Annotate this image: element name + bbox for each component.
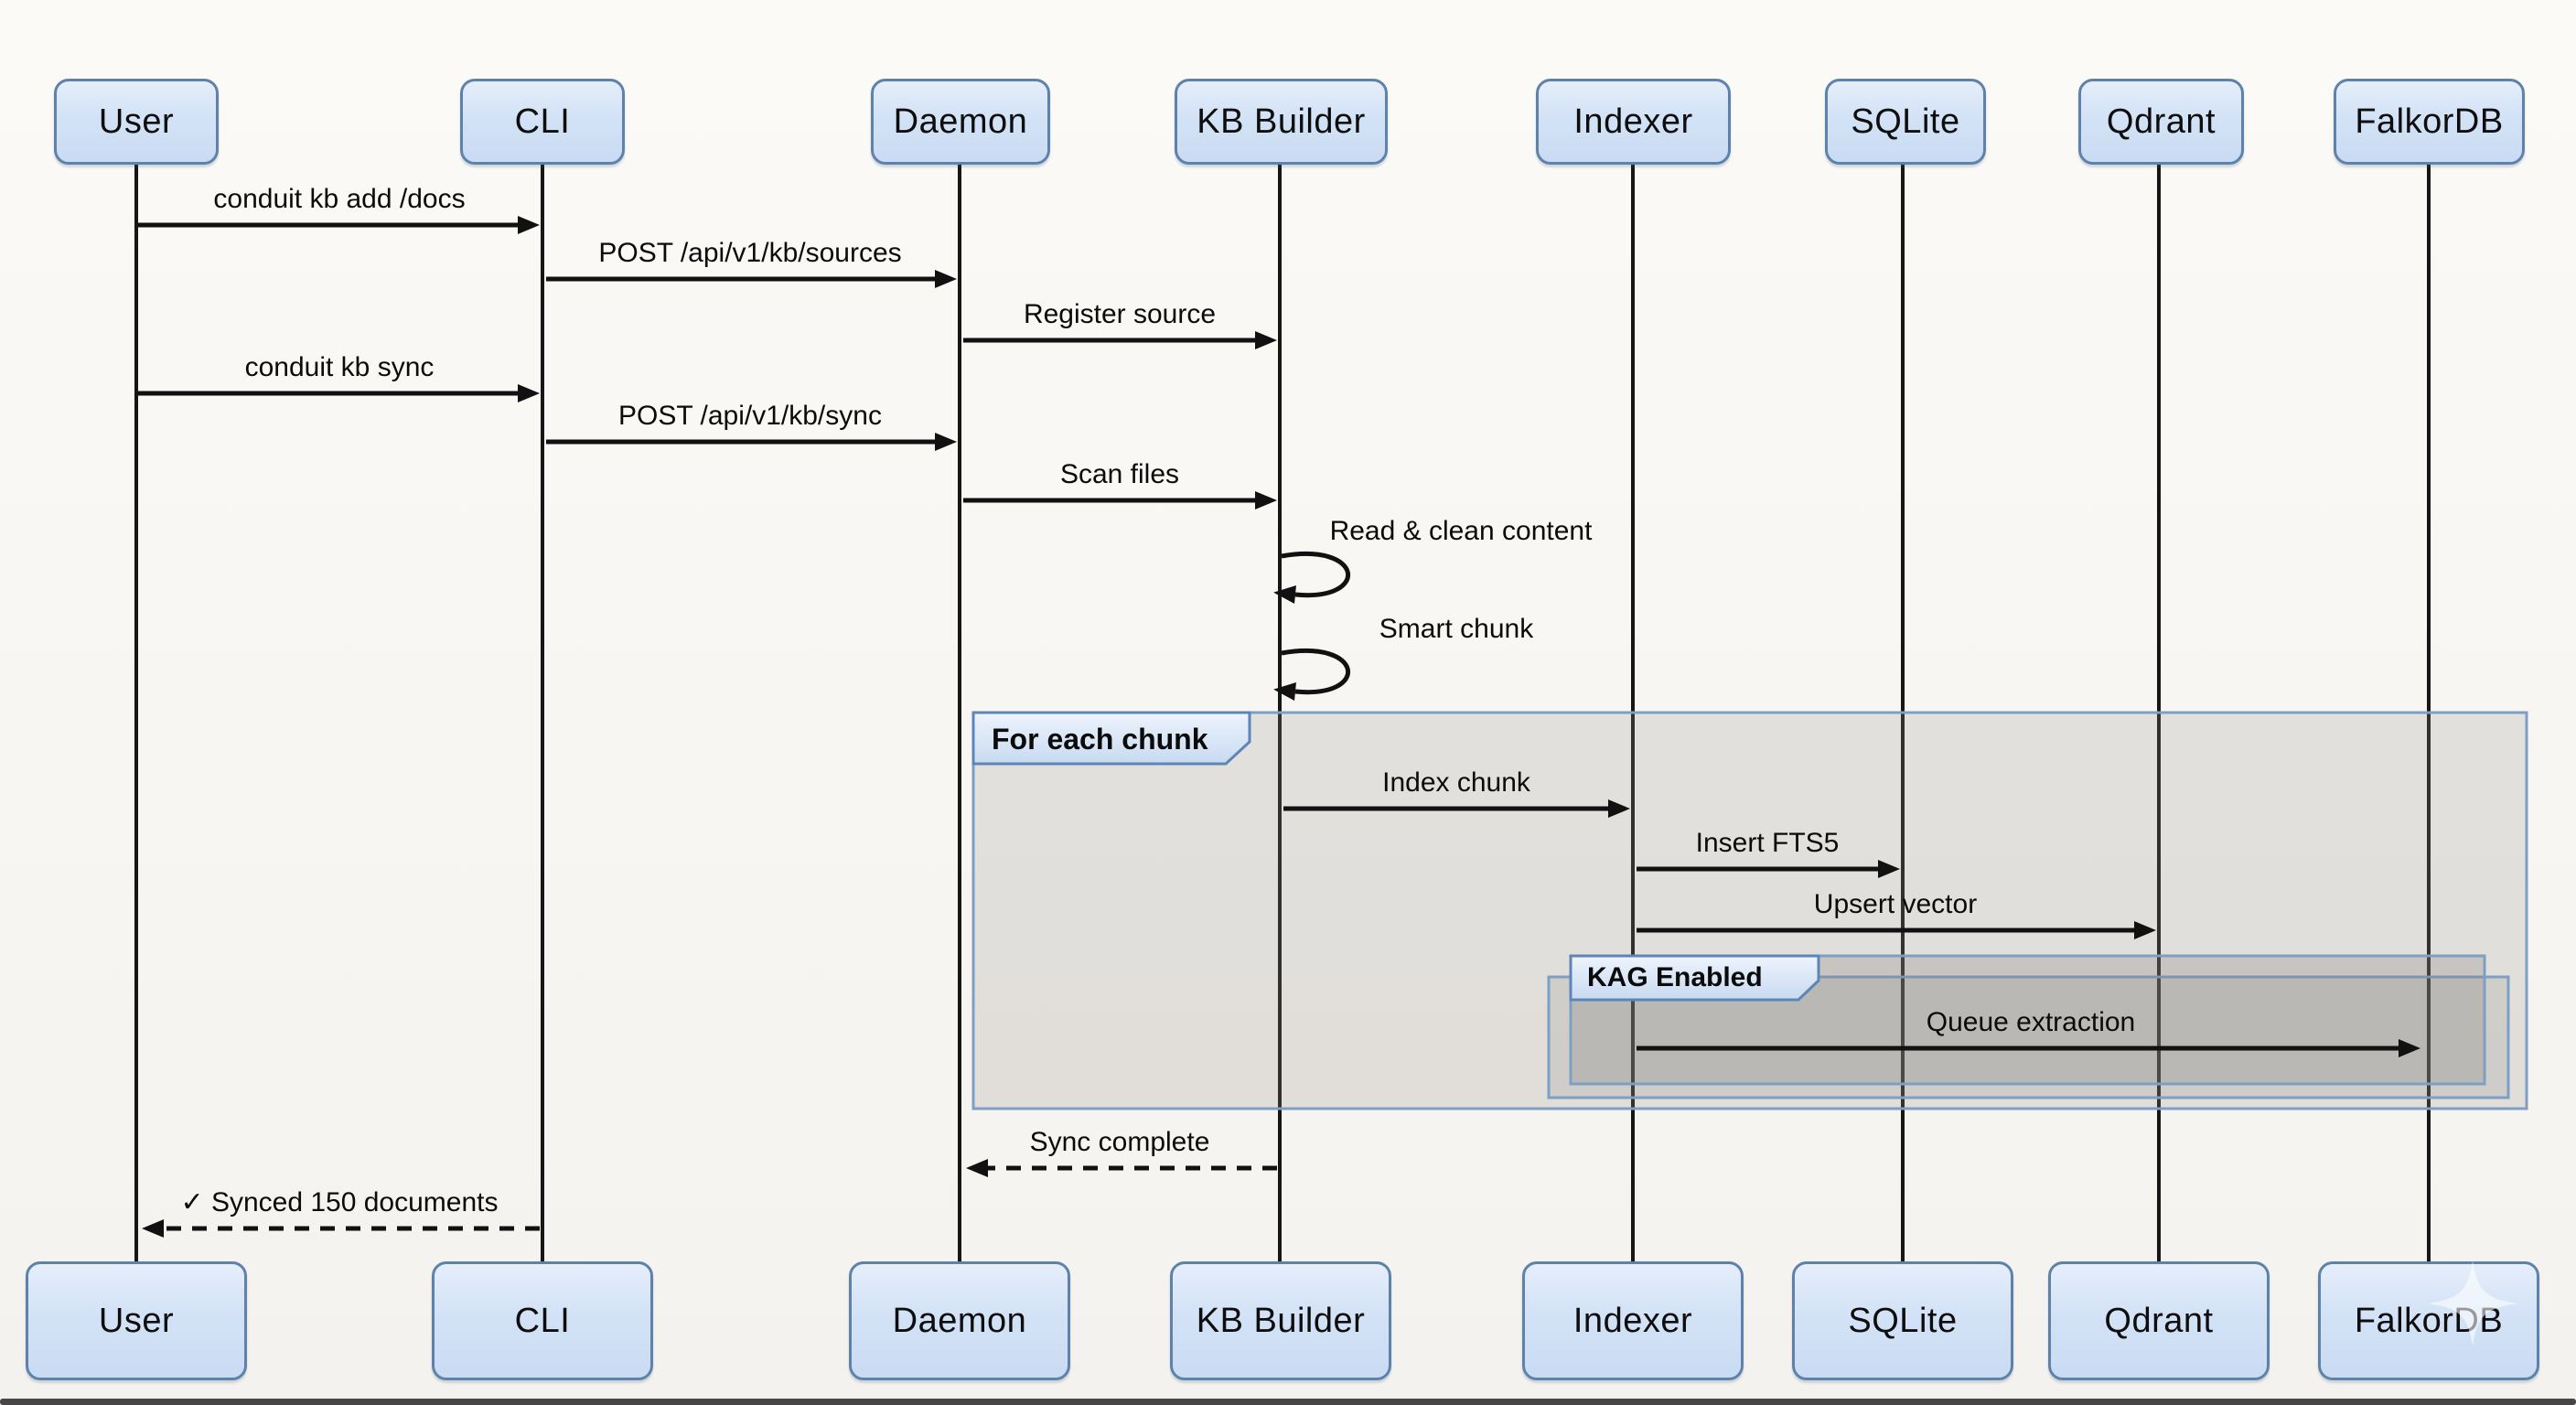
actor-top-user: User: [54, 79, 219, 165]
message-label-read-clean: Read & clean content: [1329, 516, 1593, 546]
kag-label-tab: [1569, 954, 1820, 1002]
actor-bottom-daemon: Daemon: [849, 1261, 1070, 1380]
message-label-synced-documents: ✓ Synced 150 documents: [180, 1187, 499, 1217]
message-label-scan-files: Scan files: [1059, 459, 1180, 489]
actor-label: Indexer: [1572, 1301, 1693, 1340]
actor-label: User: [98, 1301, 175, 1340]
actor-label: Qdrant: [2104, 1301, 2214, 1340]
loop-fragment-label: For each chunk: [992, 723, 1208, 756]
actor-label: SQLite: [1851, 102, 1960, 141]
message-label-conduit-kb-sync: conduit kb sync: [244, 352, 435, 382]
message-label-sync-complete: Sync complete: [1029, 1127, 1210, 1157]
actor-top-sqlite: SQLite: [1825, 79, 1986, 165]
actor-top-daemon: Daemon: [871, 79, 1050, 165]
message-label-smart-chunk: Smart chunk: [1379, 614, 1534, 644]
actor-label: CLI: [514, 1301, 571, 1340]
arrow-self-read-clean: [1273, 552, 1350, 604]
actor-label: User: [98, 102, 175, 141]
message-label-post-sources: POST /api/v1/kb/sources: [598, 238, 902, 268]
actor-bottom-kb-builder: KB Builder: [1170, 1261, 1391, 1380]
actor-bottom-cli: CLI: [432, 1261, 653, 1380]
actor-bottom-indexer: Indexer: [1522, 1261, 1744, 1380]
message-label-upsert-vector: Upsert vector: [1813, 889, 1978, 919]
message-arrows: [138, 216, 2420, 1238]
actor-top-indexer: Indexer: [1536, 79, 1731, 165]
actor-bottom-sqlite: SQLite: [1792, 1261, 2013, 1380]
actor-label: SQLite: [1848, 1301, 1958, 1340]
actor-bottom-user: User: [26, 1261, 247, 1380]
actor-label: CLI: [514, 102, 571, 141]
kag-fragment-label: KAG Enabled: [1587, 962, 1763, 992]
actor-label: KB Builder: [1196, 1301, 1366, 1340]
message-label-insert-fts5: Insert FTS5: [1695, 828, 1840, 858]
loop-label-tab: [971, 711, 1251, 766]
actor-top-kb-builder: KB Builder: [1175, 79, 1388, 165]
actor-top-falkordb: FalkorDB: [2334, 79, 2525, 165]
actor-bottom-falkordb: FalkorDB: [2318, 1261, 2539, 1380]
actor-label: Daemon: [892, 1301, 1027, 1340]
watermark-sparkle-icon: [2428, 1260, 2517, 1346]
message-label-post-sync: POST /api/v1/kb/sync: [618, 401, 882, 431]
bottom-edge-strip: [0, 1399, 2576, 1405]
actor-bottom-qdrant: Qdrant: [2048, 1261, 2270, 1380]
message-label-queue-extraction: Queue extraction: [1926, 1007, 2136, 1037]
message-label-register-source: Register source: [1023, 299, 1217, 329]
actor-top-qdrant: Qdrant: [2078, 79, 2244, 165]
actor-label: FalkorDB: [2355, 102, 2504, 141]
message-label-conduit-kb-add: conduit kb add /docs: [213, 184, 466, 214]
actor-label: Indexer: [1573, 102, 1693, 141]
arrow-self-smart-chunk: [1273, 649, 1350, 701]
message-label-index-chunk: Index chunk: [1382, 767, 1530, 798]
actor-label: KB Builder: [1197, 102, 1366, 141]
loop-fragment-box: [971, 711, 2528, 1110]
actor-top-cli: CLI: [460, 79, 625, 165]
actor-label: Qdrant: [2106, 102, 2216, 141]
actor-label: Daemon: [893, 102, 1028, 141]
